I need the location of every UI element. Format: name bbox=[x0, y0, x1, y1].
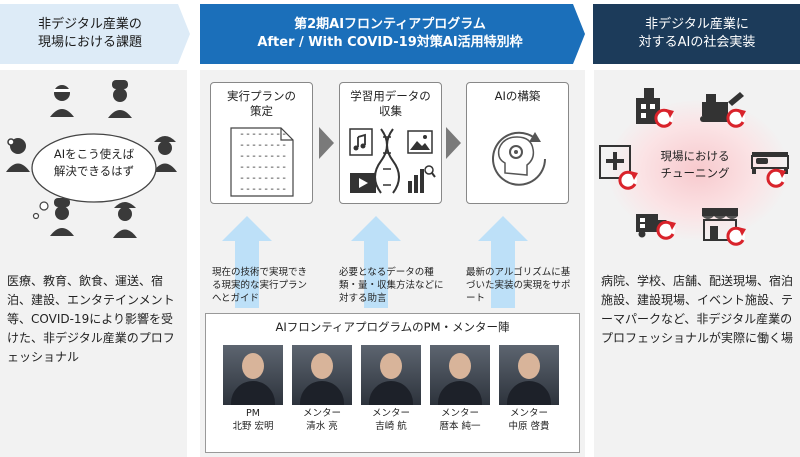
left-illustration bbox=[6, 80, 177, 238]
mentor-card: メンター 清水 亮 bbox=[292, 345, 352, 433]
mentor-role: PM bbox=[246, 408, 260, 419]
mentor-card: メンター 吉崎 航 bbox=[361, 345, 421, 433]
chef-icon bbox=[50, 198, 74, 236]
note-plan: 現在の技術で実現できる現実的な実行プランへとガイド bbox=[212, 267, 308, 304]
step-plan-title: 実行プランの 策定 bbox=[227, 89, 296, 118]
up-arrow-3 bbox=[478, 216, 528, 308]
right-description: 病院、学校、店舗、配送現場、宿泊施設、建設現場、イベント施設、テーマパークなど、… bbox=[601, 274, 794, 345]
up-arrow-2 bbox=[351, 216, 401, 308]
image-icon bbox=[407, 130, 433, 154]
doctor-icon bbox=[6, 138, 30, 172]
refresh-icon bbox=[725, 225, 748, 247]
worker-icon bbox=[113, 202, 137, 238]
mentor-name: 清水 亮 bbox=[306, 421, 338, 432]
center-header-line2: After / With COVID-19対策AI活用特別枠 bbox=[257, 35, 523, 50]
mentor-photo bbox=[499, 345, 559, 405]
mentor-photo bbox=[430, 345, 490, 405]
mentor-role: メンター bbox=[440, 408, 479, 419]
left-header: 非デジタル産業の 現場における課題 bbox=[37, 17, 142, 50]
teacher-icon bbox=[50, 85, 74, 117]
chevron-arrow-1 bbox=[319, 127, 334, 159]
chevron-arrow-2 bbox=[446, 127, 461, 159]
support-arrows bbox=[222, 216, 528, 308]
step-ai-box: AIの構築 bbox=[466, 82, 569, 204]
step-data-title: 学習用データの 収集 bbox=[350, 89, 431, 118]
left-banner-shape bbox=[0, 4, 190, 64]
mentor-name: 中原 啓貴 bbox=[508, 421, 550, 432]
refresh-icon bbox=[653, 107, 676, 129]
cloud-text: AIをこう使えば 解決できるはず bbox=[53, 147, 135, 178]
music-icon bbox=[349, 128, 373, 156]
refresh-icon bbox=[655, 219, 678, 241]
step-ai-title: AIの構築 bbox=[494, 89, 541, 103]
plan-lines: -------- -------- -------- -------- ----… bbox=[239, 129, 288, 195]
worker-icon bbox=[153, 136, 177, 172]
clinic-icon bbox=[599, 145, 631, 179]
refresh-icon bbox=[765, 167, 788, 189]
construction-icon bbox=[700, 92, 744, 122]
document-icon bbox=[230, 127, 294, 197]
note-data: 必要となるデータの種類・量・収集方法などに対する助言 bbox=[339, 267, 444, 304]
header-banners bbox=[0, 4, 800, 64]
video-icon bbox=[350, 173, 376, 193]
data-icons bbox=[349, 128, 436, 194]
mentor-name: 吉崎 航 bbox=[375, 421, 407, 432]
mentor-role: メンター bbox=[509, 408, 548, 419]
mentor-card: メンター 中原 啓貴 bbox=[499, 345, 559, 433]
mentor-photo bbox=[223, 345, 283, 405]
chef-icon bbox=[108, 80, 132, 118]
step-data-box: 学習用データの 収集 bbox=[339, 82, 442, 204]
tuning-text: 現場における チューニング bbox=[660, 149, 730, 180]
mentor-role: メンター bbox=[302, 408, 341, 419]
mentor-panel-title: AIフロンティアプログラムのPM・メンター陣 bbox=[275, 320, 510, 334]
center-header: 第2期AIフロンティアプログラム After / With COVID-19対策… bbox=[200, 4, 580, 64]
thought-cloud bbox=[31, 133, 157, 203]
mentor-role: メンター bbox=[371, 408, 410, 419]
dna-icon bbox=[374, 128, 400, 194]
venue-icons bbox=[599, 88, 789, 247]
mentor-name: 暦本 純一 bbox=[439, 421, 481, 432]
right-header: 非デジタル産業に 対するAIの社会実装 bbox=[638, 17, 756, 50]
step-plan-box: 実行プランの 策定 -------- -------- -------- ---… bbox=[210, 82, 313, 204]
center-header-line1: 第2期AIフロンティアプログラム bbox=[294, 17, 486, 32]
right-banner-shape bbox=[593, 4, 800, 64]
mentor-photo bbox=[292, 345, 352, 405]
left-description: 医療、教育、飲食、運送、宿泊、建設、エンタテインメント等、COVID-19により… bbox=[7, 274, 175, 364]
ai-brain-icon bbox=[492, 131, 546, 186]
up-arrow-1 bbox=[222, 216, 272, 308]
refresh-icon bbox=[725, 107, 748, 129]
chart-icon bbox=[408, 165, 436, 193]
note-ai: 最新のアルゴリズムに基づいた実装の実現をサポート bbox=[466, 267, 571, 304]
refresh-icon bbox=[617, 169, 640, 191]
mentor-card: メンター 暦本 純一 bbox=[430, 345, 490, 433]
mentor-photo bbox=[361, 345, 421, 405]
center-banner-shape bbox=[200, 4, 585, 64]
mentor-card: PM 北野 宏明 bbox=[223, 345, 283, 433]
mentor-name: 北野 宏明 bbox=[232, 421, 274, 432]
